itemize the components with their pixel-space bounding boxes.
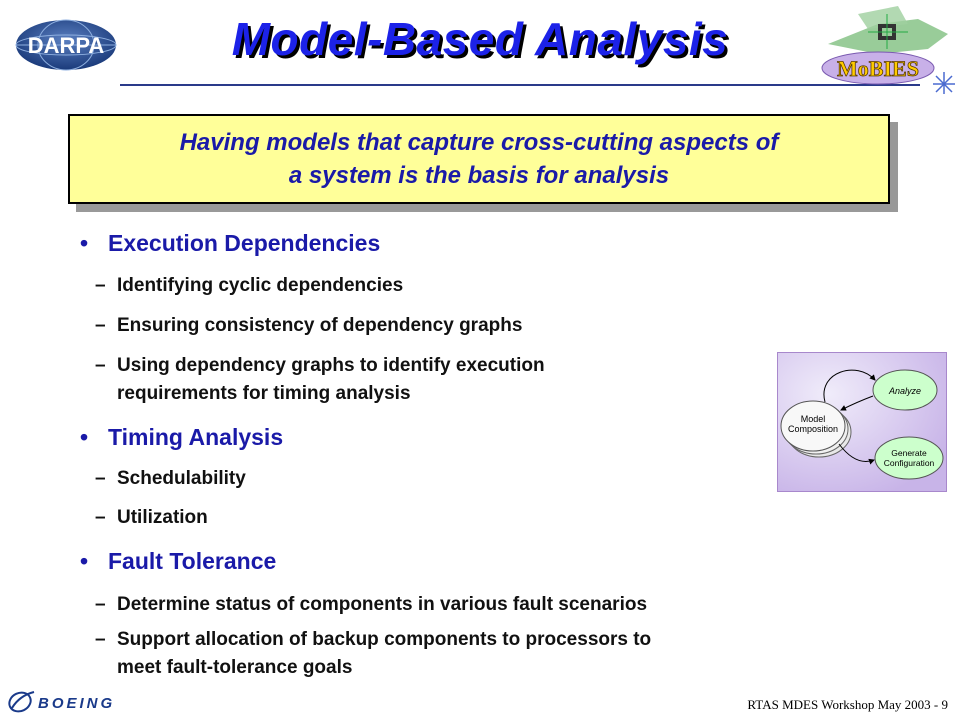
bullet-icon: • [80, 548, 89, 574]
section-heading-timing-analysis: • Timing Analysis [80, 424, 283, 451]
list-item-continuation: meet fault-tolerance goals [117, 656, 352, 680]
darpa-logo: DARPA [15, 19, 117, 71]
list-item-text: Schedulability [117, 468, 246, 489]
footer-text: RTAS MDES Workshop May 2003 - 9 [747, 697, 948, 712]
dash-icon: – [95, 629, 106, 650]
list-item-text: Utilization [117, 507, 208, 528]
list-item: –Support allocation of backup components… [95, 628, 652, 652]
bullet-icon: • [80, 230, 89, 256]
section-heading-text: Fault Tolerance [108, 548, 277, 574]
bullet-icon: • [80, 424, 89, 450]
node-model-label-1: Model [801, 414, 826, 424]
list-item-text: Ensuring consistency of dependency graph… [117, 315, 523, 336]
dash-icon: – [95, 315, 106, 336]
boeing-logo-text: BOEING [38, 695, 115, 712]
list-item: –Identifying cyclic dependencies [95, 274, 404, 298]
dash-icon: – [95, 507, 106, 528]
section-heading-execution-dependencies: • Execution Dependencies [80, 230, 380, 257]
darpa-logo-text: DARPA [28, 33, 105, 58]
arrow-to-model [840, 395, 874, 411]
mobies-logo: MoBIES [821, 6, 955, 94]
node-model-composition [780, 400, 846, 452]
dash-icon: – [95, 275, 106, 296]
list-item-continuation: requirements for timing analysis [117, 382, 411, 406]
list-item: –Determine status of components in vario… [95, 593, 648, 617]
list-item: –Using dependency graphs to identify exe… [95, 354, 545, 378]
list-item-text: Identifying cyclic dependencies [117, 275, 404, 296]
mobies-logo-text: MoBIES [837, 56, 919, 81]
title-divider [120, 84, 920, 86]
page-title: Model-Based Analysis [231, 13, 729, 65]
list-item: –Schedulability [95, 467, 246, 491]
list-item-text: Using dependency graphs to identify exec… [117, 355, 545, 376]
list-item: –Ensuring consistency of dependency grap… [95, 314, 523, 338]
node-generate-configuration [874, 436, 944, 480]
list-item-text: Support allocation of backup components … [117, 629, 652, 650]
list-item-text: Determine status of components in variou… [117, 594, 648, 615]
section-heading-text: Timing Analysis [108, 424, 284, 450]
list-item: –Utilization [95, 506, 208, 530]
dash-icon: – [95, 594, 106, 615]
callout-line-1: Having models that capture cross-cutting… [179, 129, 779, 156]
arrow-to-generate [838, 443, 875, 465]
boeing-logo: BOEING [8, 691, 115, 713]
section-heading-fault-tolerance: • Fault Tolerance [80, 548, 276, 575]
node-model-label-2: Composition [788, 424, 838, 434]
dash-icon: – [95, 468, 106, 489]
callout-text: Having models that capture cross-cutting… [164, 126, 795, 192]
list-item-text: requirements for timing analysis [117, 383, 411, 404]
list-item-text: meet fault-tolerance goals [117, 657, 353, 678]
arrow-to-analyze [823, 369, 876, 403]
node-generate-label-1: Generate [891, 448, 927, 458]
analysis-diagram: Model Composition Analyze Generate Confi… [777, 352, 947, 492]
node-analyze-label: Analyze [888, 386, 921, 396]
section-heading-text: Execution Dependencies [108, 230, 381, 256]
callout-box: Having models that capture cross-cutting… [68, 114, 890, 204]
callout-line-2: a system is the basis for analysis [288, 162, 670, 189]
node-generate-label-2: Configuration [884, 458, 935, 468]
node-analyze [872, 369, 938, 411]
dash-icon: – [95, 355, 106, 376]
